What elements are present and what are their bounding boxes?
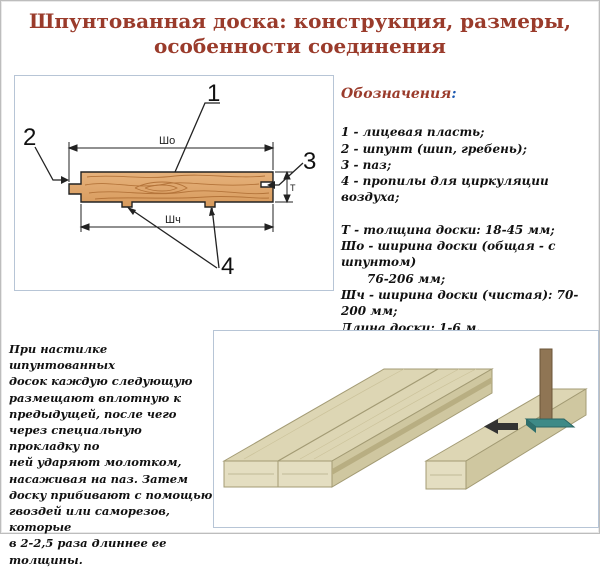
cross-section-svg: Шо Шч Т 1 2 3 bbox=[23, 80, 316, 280]
clear-width-dimension bbox=[79, 204, 275, 232]
legend-header-text: Обозначения bbox=[341, 86, 452, 102]
legend: Обозначения: 1 - лицевая пласть; 2 - шпу… bbox=[341, 86, 596, 336]
callout-1-leader bbox=[174, 102, 220, 173]
spec-clear-width: Шч - ширина доски (чистая): 70-200 мм; bbox=[341, 287, 579, 319]
spec-total-width: Шо - ширина доски (общая - с шпунтом) bbox=[341, 239, 556, 270]
instruction-line: ней ударяют молотком, bbox=[9, 455, 182, 470]
legend-item: 2 - шпунт (шип, гребень); bbox=[341, 141, 527, 156]
legend-item: 3 - паз; bbox=[341, 157, 392, 172]
board-joint-line bbox=[277, 368, 439, 462]
legend-item: 4 - пропилы для циркуляции воздуха; bbox=[341, 174, 549, 205]
legend-item: 1 - лицевая пласть; bbox=[341, 125, 485, 140]
total-width-label: Шо bbox=[159, 135, 175, 147]
total-width-dimension bbox=[67, 142, 275, 182]
callout-4-arrowhead-left bbox=[127, 207, 136, 215]
board-profile bbox=[68, 171, 274, 208]
page-title-line-2: особенности соединения bbox=[154, 34, 446, 58]
clear-width-label: Шч bbox=[165, 214, 181, 226]
instruction-line: через специальную прокладку по bbox=[9, 423, 142, 454]
callout-2-arrowhead bbox=[61, 176, 69, 184]
floor-installation-svg bbox=[222, 348, 588, 490]
instruction-line: размещают вплотную к bbox=[9, 390, 182, 405]
callout-3-number: 3 bbox=[303, 148, 316, 175]
instruction-line: насаживая на паз. Затем bbox=[9, 471, 188, 486]
thickness-label: Т bbox=[290, 183, 296, 193]
legend-header-colon: : bbox=[451, 86, 457, 102]
spec-total-width-range: 76-206 мм; bbox=[367, 271, 446, 286]
callout-2-leader bbox=[34, 146, 67, 181]
instruction-line: доску прибивают с помощью bbox=[9, 487, 213, 502]
board-cross-section-diagram: Шо Шч Т 1 2 3 bbox=[14, 75, 334, 291]
joined-boards-grain bbox=[243, 368, 477, 460]
spec-thickness: Т - толщина доски: 18-45 мм; bbox=[341, 222, 555, 237]
page-title-line-1: Шпунтованная доска: конструкция, размеры… bbox=[29, 9, 571, 33]
instruction-line: предыдущей, после чего bbox=[9, 406, 177, 421]
spacer-block bbox=[524, 418, 576, 428]
callout-4-arrowhead-right bbox=[209, 207, 215, 216]
legend-header: Обозначения: bbox=[341, 86, 596, 102]
mallet-handle bbox=[539, 348, 553, 420]
direction-arrow bbox=[484, 419, 518, 434]
callout-4-number: 4 bbox=[221, 253, 234, 280]
spacer-block-side bbox=[526, 419, 536, 433]
floor-installation-illustration bbox=[213, 330, 599, 528]
callout-2-number: 2 bbox=[23, 124, 36, 151]
instruction-line: досок каждую следующую bbox=[9, 374, 193, 389]
tongue-profile bbox=[332, 377, 492, 475]
board-end-markings bbox=[228, 473, 462, 476]
wood-grain bbox=[84, 174, 270, 200]
callout-4-leaders bbox=[128, 207, 220, 269]
instruction-line: в 2-2,5 раза длиннее ее толщины. bbox=[9, 536, 167, 567]
callout-3-arrowhead bbox=[267, 181, 275, 189]
callout-1-number: 1 bbox=[207, 80, 220, 107]
instruction-line: гвоздей или саморезов, которые bbox=[9, 504, 170, 535]
instruction-line: При настилке шпунтованных bbox=[9, 342, 115, 373]
